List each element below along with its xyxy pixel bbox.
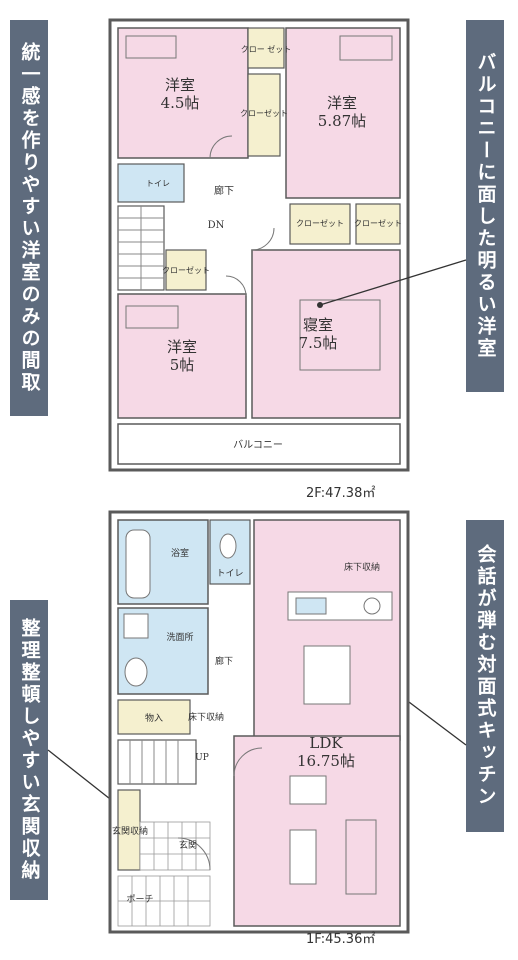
callout-unified-western-rooms: 統一感を作りやすい洋室のみの間取 — [10, 20, 48, 416]
storage — [117, 699, 191, 735]
label-room-ne-size: 5.87帖 — [318, 112, 366, 130]
label-toilet-1f: トイレ — [216, 569, 243, 579]
floor1-plan — [108, 510, 410, 934]
label-ldk-name: LDK — [309, 734, 343, 752]
label-hall-1f: 廊下 — [215, 655, 233, 667]
callout-bright-balcony-room: バルコニーに面した明るい洋室 — [466, 20, 504, 392]
porch — [117, 875, 211, 927]
label-porch: ポーチ — [126, 894, 153, 905]
label-genkan: 玄関 — [179, 839, 197, 851]
balcony — [117, 423, 401, 465]
label-balcony: バルコニー — [233, 439, 283, 451]
closet-c — [165, 249, 207, 291]
floor1-area-caption: 1F:45.36㎡ — [306, 932, 376, 947]
label-storage: 物入 — [145, 712, 163, 724]
label-closet-a: クロー ゼット — [241, 44, 292, 54]
bed-nw — [125, 35, 177, 59]
label-closet-e: クローゼット — [354, 218, 402, 228]
label-room-sw-size: 5帖 — [170, 356, 195, 374]
label-bedroom-name: 寝室 — [303, 316, 333, 334]
bedroom — [251, 249, 401, 419]
bed-sw — [125, 305, 179, 329]
label-closet-c: クローゼット — [162, 265, 210, 275]
label-under-stair-storage: 床下収納 — [188, 711, 224, 723]
stairs-2f — [117, 205, 165, 291]
label-closet-d: クローゼット — [296, 218, 344, 228]
bed-bedroom — [299, 299, 381, 371]
floor2-plan — [108, 18, 410, 472]
callout-face-to-face-kitchen: 会話が弾む対面式キッチン — [466, 520, 504, 832]
label-genkan-storage: 玄関収納 — [112, 825, 148, 837]
label-room-nw-name: 洋室 — [165, 76, 195, 94]
label-under-floor: 床下収納 — [344, 561, 380, 573]
label-hall-2f: 廊下 — [214, 184, 234, 197]
label-ldk-size: 16.75帖 — [297, 752, 355, 770]
sink — [295, 597, 327, 615]
label-room-sw-name: 洋室 — [167, 338, 197, 356]
room-ne — [285, 27, 401, 199]
pointer-bedroom — [319, 259, 467, 306]
label-room-ne-name: 洋室 — [327, 94, 357, 112]
label-dn: DN — [208, 220, 225, 231]
label-room-nw-size: 4.5帖 — [161, 94, 200, 112]
bed-ne — [339, 35, 393, 61]
room-sw — [117, 293, 247, 419]
toilet-2f — [117, 163, 185, 203]
closet-e — [355, 203, 401, 245]
label-toilet-2f: トイレ — [146, 179, 170, 188]
dining-table — [303, 645, 351, 705]
ldk-upper — [253, 519, 401, 741]
genkan — [139, 821, 211, 871]
label-up: UP — [195, 753, 209, 763]
label-bedroom-size: 7.5帖 — [299, 334, 338, 352]
closet-d — [289, 203, 351, 245]
label-closet-b: クローゼット — [240, 108, 288, 118]
callout-entrance-storage: 整理整頓しやすい玄関収納 — [10, 600, 48, 900]
label-bath: 浴室 — [171, 547, 189, 559]
floor2-area-caption: 2F:47.38㎡ — [306, 486, 376, 501]
closet-a — [247, 27, 285, 69]
stairs-1f — [117, 739, 197, 785]
label-washroom: 洗面所 — [166, 631, 193, 643]
closet-b — [247, 73, 281, 157]
sofa — [289, 829, 317, 885]
